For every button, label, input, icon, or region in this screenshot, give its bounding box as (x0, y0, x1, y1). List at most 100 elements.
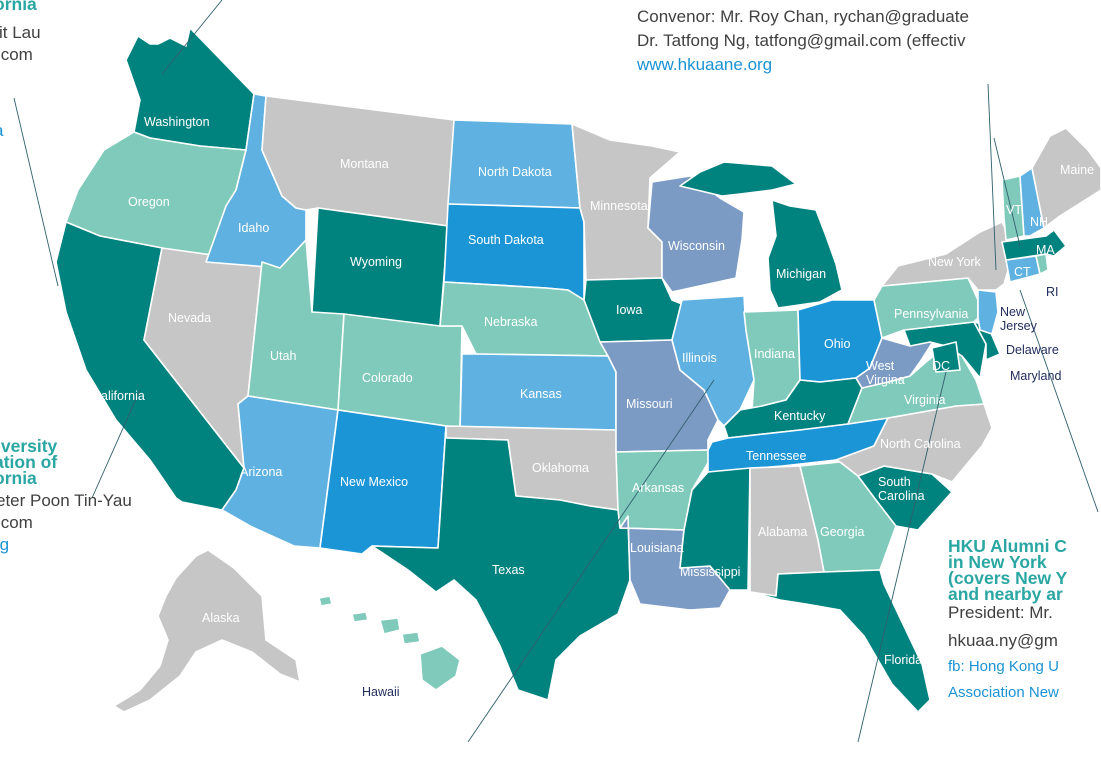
leader-line (467, 379, 715, 743)
nw-link[interactable]: a (0, 120, 41, 142)
label-md: Maryland (1010, 369, 1061, 383)
nw-email: .com (0, 45, 33, 64)
label-ok: Oklahoma (532, 461, 589, 475)
label-ar: Arkansas (632, 481, 684, 495)
sw-heading-2: ation of (0, 452, 58, 472)
label-ri: RI (1046, 285, 1059, 299)
state-nd[interactable] (447, 119, 581, 209)
se-email: hkuaa.ny@gm (948, 631, 1058, 650)
state-hi-3[interactable] (379, 617, 401, 635)
label-me: Maine (1060, 163, 1094, 177)
text-block-southeast: HKU Alumni C in New York (covers New Y a… (948, 536, 1068, 704)
state-mi-up[interactable] (679, 161, 797, 197)
label-ny: New York (928, 255, 982, 269)
state-nj[interactable] (977, 289, 999, 335)
leader-line (91, 389, 141, 499)
label-wa: Washington (144, 115, 210, 129)
label-ga: Georgia (820, 525, 865, 539)
state-ak[interactable] (113, 549, 301, 713)
state-wv[interactable] (855, 337, 935, 389)
se-association-link[interactable]: Association New (948, 684, 1059, 701)
state-hi-5[interactable] (419, 645, 461, 691)
nw-heading: ornia (0, 0, 37, 14)
state-hi-1[interactable] (318, 595, 333, 607)
se-facebook-link[interactable]: fb: Hong Kong U (948, 658, 1059, 675)
state-hi-2[interactable] (351, 611, 369, 623)
label-wi: Wisconsin (668, 239, 725, 253)
label-nv: Nevada (168, 311, 211, 325)
text-block-northeast: Convenor: Mr. Roy Chan, rychan@graduate … (637, 6, 969, 76)
label-il: Illinois (682, 351, 717, 365)
text-block-northwest: ornia it Lau .com a (0, 0, 41, 142)
label-ia: Iowa (616, 303, 642, 317)
label-nm: New Mexico (340, 475, 408, 489)
sw-contact-name: eter Poon Tin-Yau (0, 491, 132, 510)
label-sd: South Dakota (468, 233, 544, 247)
nw-contact-name: it Lau (0, 23, 41, 42)
label-ks: Kansas (520, 387, 562, 401)
label-va: Virginia (904, 393, 946, 407)
se-heading-3: (covers New Y (948, 568, 1068, 588)
label-nh: NH (1030, 215, 1048, 229)
state-vt[interactable] (1001, 175, 1025, 241)
label-ma: MA (1036, 243, 1055, 257)
label-fl: Florida (884, 653, 922, 667)
state-fl[interactable] (749, 569, 931, 713)
leader-line (1019, 289, 1099, 513)
leader-line (993, 137, 1021, 247)
label-id: Idaho (238, 221, 269, 235)
label-ak: Alaska (202, 611, 240, 625)
ne-convenor: Convenor: Mr. Roy Chan, rychan@graduate (637, 7, 969, 26)
label-ne: Nebraska (484, 315, 538, 329)
state-labels: Washington Oregon California Nevada Idah… (92, 115, 1094, 699)
label-ut: Utah (270, 349, 296, 363)
sw-email: .com (0, 513, 33, 532)
se-president: President: Mr. (948, 603, 1053, 622)
se-heading-2: in New York (948, 552, 1047, 572)
label-oh: Ohio (824, 337, 850, 351)
label-hi: Hawaii (362, 685, 400, 699)
state-dc[interactable] (931, 341, 961, 373)
se-heading-1: HKU Alumni C (948, 536, 1067, 556)
label-mi: Michigan (776, 267, 826, 281)
text-block-southwest: iversity ation of ornia eter Poon Tin-Ya… (0, 436, 132, 556)
ne-website-link[interactable]: www.hkuaane.org (637, 55, 773, 74)
state-ma[interactable] (1001, 229, 1067, 261)
leader-lines (13, 0, 1099, 743)
sw-heading-1: iversity (0, 436, 58, 456)
leader-line (13, 97, 59, 287)
state-tx[interactable] (371, 425, 631, 701)
label-pa: Pennsylvania (894, 307, 968, 321)
state-wa[interactable] (125, 27, 255, 151)
state-me[interactable] (1031, 127, 1101, 229)
label-vt: VT (1006, 203, 1022, 217)
state-mi[interactable] (767, 199, 843, 309)
label-mt: Montana (340, 157, 389, 171)
label-or: Oregon (128, 195, 170, 209)
state-hi-4[interactable] (401, 631, 421, 645)
label-ms: Mississippi (680, 565, 740, 579)
sw-heading-3: ornia (0, 468, 37, 488)
leader-line (857, 371, 947, 743)
label-az: Arizona (240, 465, 282, 479)
label-mn: Minnesota (590, 199, 648, 213)
label-de: Delaware (1006, 343, 1059, 357)
label-ca: California (92, 389, 145, 403)
leader-line (161, 0, 223, 75)
label-ct: CT (1014, 265, 1031, 279)
label-al: Alabama (758, 525, 807, 539)
se-heading-4: and nearby ar (948, 584, 1063, 604)
label-tn: Tennessee (746, 449, 807, 463)
state-nh[interactable] (1019, 167, 1045, 237)
leader-line (987, 83, 997, 271)
label-mo: Missouri (626, 397, 673, 411)
label-co: Colorado (362, 371, 413, 385)
sw-website-link[interactable]: rg (0, 535, 10, 554)
label-nd: North Dakota (478, 165, 552, 179)
label-ky: Kentucky (774, 409, 826, 423)
label-nc: North Carolina (880, 437, 961, 451)
label-in: Indiana (754, 347, 795, 361)
